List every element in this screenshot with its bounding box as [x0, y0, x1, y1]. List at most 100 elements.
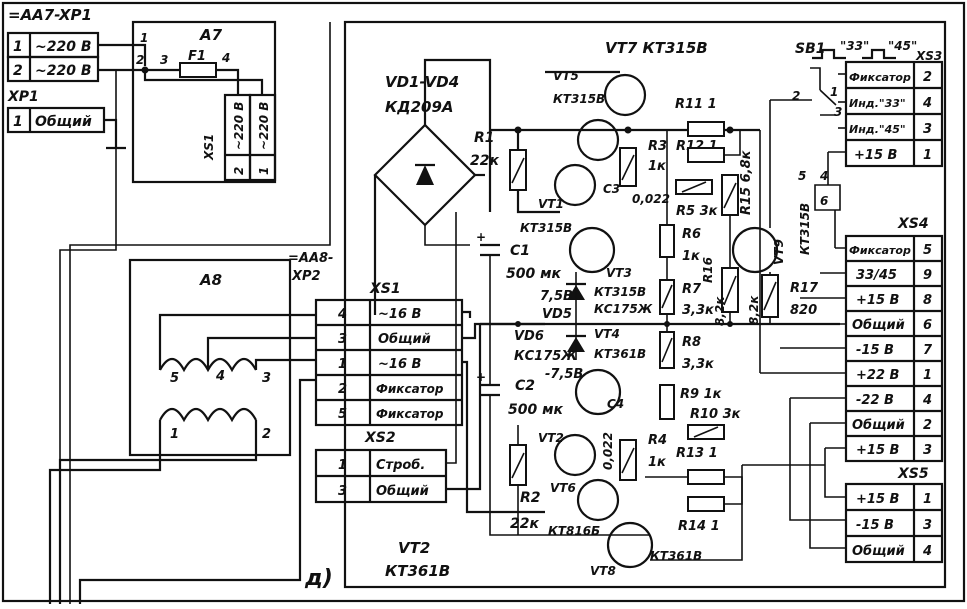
xs1-row-label: Фиксатор [376, 382, 444, 396]
xs3-pin: 2 [923, 70, 932, 85]
r4-value: 1к [648, 455, 667, 470]
r15-label: R15 6,8к [739, 149, 754, 215]
vt1-transistor [553, 163, 597, 207]
xs4-pin: 6 [923, 318, 932, 333]
xs5-row-label: -15 В [856, 518, 894, 533]
xs4-row-label: Общий [852, 318, 905, 333]
xs3-pin: 4 [922, 96, 932, 111]
vd5-volt: 7,5В [540, 289, 573, 304]
svg-text:+: + [476, 230, 486, 244]
vt6-part: КТ816Б [548, 524, 600, 538]
xs1-row-label: Фиксатор [376, 407, 444, 421]
vt5-part: КТ315В [553, 92, 605, 106]
bridge-name: VD1-VD4 [385, 73, 459, 91]
vt7-transistor [603, 73, 647, 117]
sb-pin: 5 [798, 169, 806, 183]
vt9-name: VT9 [772, 239, 786, 265]
c2-value: 500 мк [508, 402, 564, 418]
r9-label: R9 1к [680, 387, 723, 402]
xs4-row-label: +22 В [856, 368, 900, 383]
a7-xs1-label: XS1 [202, 134, 216, 161]
c4-name: C4 [607, 397, 624, 411]
xs3-label: XS3 [915, 49, 942, 63]
a7-pin: 2 [136, 53, 144, 67]
vt2-transistor [553, 433, 597, 477]
xp1-common-pin: 1 [13, 114, 23, 130]
xs2-pin: 3 [338, 484, 347, 499]
vt4-part: КТ361В [594, 347, 646, 361]
xp1-pin: 2 [13, 63, 23, 79]
xs1-table: 4 ~16 В 3 Общий 1 ~16 В 2 Фиксатор 5 Фик… [314, 298, 464, 427]
vt8-name: VT8 [590, 564, 616, 578]
r6-value: 1к [682, 249, 701, 264]
xs1-row-label: ~16 В [378, 357, 422, 372]
r1-name: R1 [474, 130, 495, 146]
vt2-bottom-part: КТ361В [385, 562, 450, 580]
xs3-pin: 3 [923, 122, 932, 137]
xs4-pin: 9 [923, 268, 932, 283]
xs3-row-label: +15 В [854, 148, 898, 163]
a8-connector-header: =AA8- [288, 251, 333, 266]
xs3-table: Фиксатор 2 Инд."33" 4 Инд."45" 3 +15 В 1 [844, 60, 944, 168]
vt2-small-label: VT2 [538, 431, 564, 445]
vt6-transistor [576, 478, 620, 522]
xs3-row-label: Инд."45" [849, 123, 906, 136]
sb-pin: 1 [830, 85, 838, 99]
vt4-name: VT4 [594, 327, 620, 341]
primary-pin: 1 [170, 427, 179, 442]
figure-letter: д) [304, 566, 333, 591]
r10-label: R10 3к [690, 407, 742, 422]
xs1-pin: 1 [338, 357, 347, 372]
xs3-row-label: Фиксатор [849, 71, 911, 84]
xs1-pin: 3 [338, 332, 347, 347]
vt6-name: VT6 [550, 481, 576, 495]
xs3-row-label: Инд."33" [849, 97, 906, 110]
r12-resistor [687, 147, 725, 163]
xs4-pin: 1 [923, 368, 932, 383]
winding-pin: 3 [262, 371, 271, 386]
xs5-table: +15 В 1 -15 В 3 Общий 4 [844, 482, 944, 564]
xs3-pin: 1 [923, 148, 932, 163]
xs2-pin: 1 [338, 458, 347, 473]
xs4-pin: 4 [922, 393, 932, 408]
vt3-part: КТ315В [594, 285, 646, 299]
r2-value: 22к [510, 516, 539, 532]
bridge-diode-symbol [416, 165, 434, 185]
vd6-name: VD6 [514, 329, 544, 344]
xs2-row-label: Строб. [376, 458, 425, 473]
bridge-part: КД209А [385, 98, 454, 116]
xp1-pin: 1 [13, 39, 23, 55]
xs1-row-label: Общий [378, 332, 431, 347]
r7-value: 3,3к [682, 303, 715, 318]
r16-name: R16 [701, 257, 715, 283]
r17-value: 820 [790, 303, 817, 318]
ground-wire [104, 118, 118, 148]
xs4-pin: 2 [923, 418, 932, 433]
r8-value: 3,3к [682, 357, 715, 372]
xs1-pin: 4 [337, 307, 347, 322]
r4-name: R4 [648, 433, 667, 448]
xp1-common-label: Общий [35, 114, 92, 130]
sb1-q2: "45" [888, 39, 917, 53]
c1-name: C1 [510, 243, 530, 259]
xs4-pin: 7 [923, 343, 933, 358]
vd6-part: КС175Ж [514, 349, 578, 364]
fuse-f1 [179, 62, 217, 78]
primary-winding [159, 407, 257, 423]
xs1-label: XS1 [369, 281, 401, 297]
xs4-pin: 3 [923, 443, 932, 458]
sb-pin: 6 [820, 194, 828, 208]
vt9-part: КТ315В [798, 203, 812, 255]
sb-pin: 2 [792, 89, 800, 103]
sb1-label: SB1 [795, 41, 826, 57]
r7-name: R7 [682, 282, 702, 297]
xp1-sub-label: XP1 [7, 89, 39, 105]
fuse-label: F1 [188, 49, 206, 64]
vt5-transistor [576, 118, 620, 162]
r11-resistor [687, 121, 725, 137]
a7-pin: 3 [160, 53, 168, 67]
r6-resistor [659, 224, 675, 258]
vt8-transistor [606, 521, 654, 569]
a7-pin: 1 [140, 31, 148, 45]
